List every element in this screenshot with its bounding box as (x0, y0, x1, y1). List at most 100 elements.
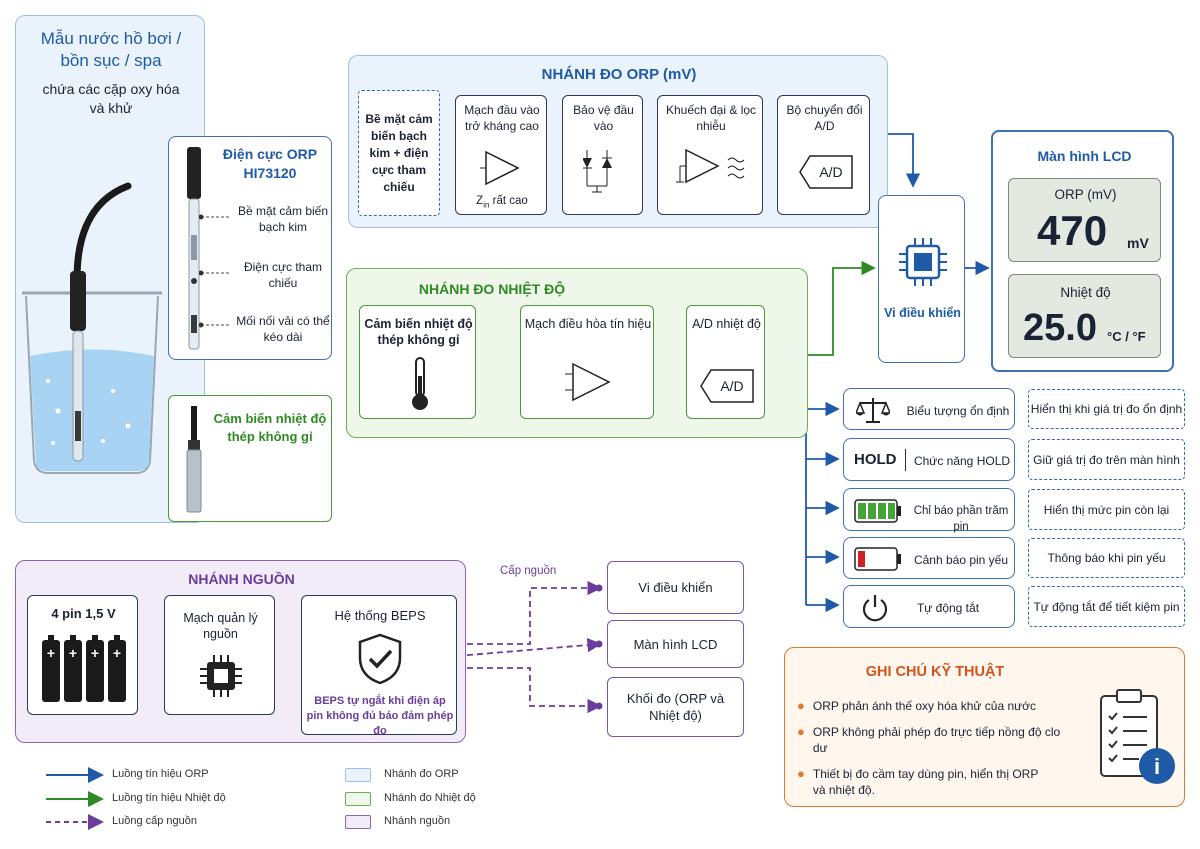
legend-orp-area: Nhánh đo ORP (384, 768, 459, 780)
power-target-lcd: Màn hình LCD (607, 620, 744, 668)
orp-block-protection: Bảo vệ đầu vào (562, 95, 643, 215)
lcd-temp-label: Nhiệt độ (1060, 285, 1111, 300)
amplifier-filter-icon (676, 148, 745, 184)
adc-icon (799, 155, 853, 189)
zin-label: Zin rất cao (476, 195, 528, 210)
shield-check-icon (358, 633, 402, 685)
note-item: ●ORP phản ánh thế oxy hóa khử của nước (797, 698, 1037, 713)
hold-icon: HOLD (854, 451, 897, 468)
temp-block-adc-label: A/D nhiệt độ (692, 317, 761, 331)
legend-temp-area: Nhánh đo Nhiệt độ (384, 792, 476, 804)
svg-text:+: + (69, 645, 77, 661)
electrode-part-junction: Mối nối vải có thể kéo dài (236, 314, 330, 344)
sample-subtitle: chứa các cặp oxy hóa và khử (42, 81, 180, 116)
supply-label: Cấp nguồn (500, 565, 557, 577)
clipboard-info-icon: i (1100, 689, 1175, 784)
feature-stability-desc: Hiển thị khi giá trị đo ổn định (1028, 389, 1185, 429)
power-block-pmic: Mạch quản lý nguồn (164, 595, 275, 715)
legend-power-swatch (345, 815, 371, 829)
scale-icon (856, 398, 890, 423)
feature-auto-off-desc: Tự động tắt để tiết kiệm pin (1028, 586, 1185, 627)
battery-pack-icon: + + + + (42, 635, 126, 702)
battery-low-icon (854, 547, 901, 571)
lcd-temp-panel: Nhiệt độ 25.0 °C / °F (1008, 274, 1161, 358)
notes-title: GHI CHÚ KỸ THUẬT (865, 664, 1005, 680)
temp-block-sensor: Cảm biến nhiệt độ thép không gỉ (359, 305, 476, 419)
temp-sensor-box: Cảm biến nhiệt độ thép không gỉ (168, 395, 332, 522)
beps-note: BEPS tự ngắt khi điện áp pin không đủ bả… (306, 695, 454, 737)
note-item: ●ORP không phải phép đo trực tiếp nồng đ… (797, 724, 1061, 755)
zin-text: rất cao (492, 195, 528, 207)
temp-adc-text: A/D (720, 378, 744, 394)
feature-low-battery-desc: Thông báo khi pin yếu (1028, 538, 1185, 578)
temp-block-conditioning-label: Mạch điều hòa tín hiệu (524, 317, 652, 331)
orp-block-amplifier: Khuếch đại & lọc nhiễu (657, 95, 763, 215)
feature-stability-label: Biểu tượng ổn định (906, 404, 1010, 418)
legend-power-area: Nhánh nguồn (384, 815, 451, 827)
sample-title: Mẫu nước hồ bơi / bồn sục / spa (40, 29, 182, 70)
mcu-label: Vi điều khiển (884, 306, 961, 320)
power-block-batteries: 4 pin 1,5 V + + + + (27, 595, 138, 715)
temp-block-conditioning: Mạch điều hòa tín hiệu (520, 305, 654, 419)
batteries-label: 4 pin 1,5 V (51, 606, 116, 621)
legend-power-line: Luồng cấp nguồn (112, 815, 198, 827)
electrode-box: Điện cực ORP HI73120 Bề mặt cảm biến bạc… (168, 136, 332, 360)
svg-text:i: i (1154, 754, 1160, 779)
power-icon (862, 595, 888, 622)
opamp-icon (565, 362, 611, 402)
thermometer-icon (412, 357, 428, 410)
orp-adc-text: A/D (819, 164, 843, 180)
electrode-part-sensor: Bề mặt cảm biến bạch kim (237, 204, 329, 234)
temp-block-adc: A/D nhiệt độ A/D (686, 305, 765, 419)
electrode-part-reference: Điện cực tham chiếu (243, 260, 323, 290)
diode-protection-icon (583, 150, 612, 193)
feature-battery-percent: Chỉ báo phần trăm pin (843, 488, 1015, 533)
orp-electrode-icon (187, 147, 201, 350)
feature-battery-percent-desc: Hiển thị mức pin còn lại (1028, 489, 1185, 530)
orp-block-adc-label: Bộ chuyển đổi A/D (786, 103, 863, 133)
temp-branch-title: NHÁNH ĐO NHIỆT ĐỘ (418, 281, 566, 297)
lcd-orp-panel: ORP (mV) 470 mV (1008, 178, 1161, 262)
feature-hold-desc: Giữ giá trị đo trên màn hình (1028, 439, 1185, 480)
feature-auto-off-label: Tự động tắt (916, 601, 980, 615)
lcd-temp-value: 25.0 (1023, 307, 1097, 349)
temp-block-sensor-label: Cảm biến nhiệt độ thép không gỉ (364, 317, 473, 347)
legend-orp-swatch (345, 768, 371, 782)
power-target-mcu: Vi điều khiển (607, 561, 744, 614)
orp-block-input-impedance: Mạch đầu vào trở kháng cao Zin rất cao (455, 95, 547, 215)
amplifier-icon (480, 150, 520, 186)
feature-low-battery: Cảnh báo pin yếu (843, 537, 1015, 579)
svg-text:+: + (47, 645, 55, 661)
pmic-chip-icon (200, 655, 242, 697)
orp-block-protection-label: Bảo vệ đầu vào (573, 103, 634, 133)
electrode-callout-lines (199, 214, 231, 328)
feature-auto-off: Tự động tắt (843, 585, 1015, 628)
pmic-label: Mạch quản lý nguồn (183, 611, 258, 641)
power-block-beps: Hệ thống BEPS BEPS tự ngắt khi điện áp p… (301, 595, 457, 737)
legend-line-swatches (46, 767, 104, 830)
feature-hold-label: Chức năng HOLD (913, 454, 1011, 468)
temp-adc-icon (700, 369, 754, 403)
legend-orp-line: Luồng tín hiệu ORP (112, 768, 209, 780)
chip-icon (899, 238, 947, 286)
hold-divider (905, 449, 906, 471)
power-target-measure: Khối đo (ORP và Nhiệt độ) (607, 677, 744, 737)
power-branch-title: NHÁNH NGUỒN (188, 571, 295, 587)
feature-hold: HOLD Chức năng HOLD (843, 438, 1015, 481)
lcd-orp-value: 470 (1037, 207, 1108, 254)
lcd-title: Màn hình LCD (1037, 148, 1132, 164)
orp-block-input-label: Mạch đầu vào trở kháng cao (464, 103, 540, 133)
lcd-orp-label: ORP (mV) (1054, 187, 1117, 202)
beps-title: Hệ thống BEPS (334, 608, 426, 623)
legend-temp-swatch (345, 792, 371, 806)
svg-text:+: + (113, 645, 121, 661)
svg-text:+: + (91, 645, 99, 661)
legend-temp-line: Luồng tín hiệu Nhiệt độ (112, 792, 226, 804)
lcd-box: Màn hình LCD ORP (mV) 470 mV Nhiệt độ 25… (991, 130, 1174, 372)
notes-panel: GHI CHÚ KỸ THUẬT ●ORP phản ánh thế oxy h… (784, 647, 1185, 807)
orp-block-adc: Bộ chuyển đổi A/D A/D (777, 95, 870, 215)
battery-full-icon (854, 499, 901, 523)
note-item: ●Thiết bị đo cầm tay dùng pin, hiển thị … (797, 766, 1039, 797)
notes-list: ●ORP phản ánh thế oxy hóa khử của nước ●… (797, 698, 1077, 798)
feature-low-battery-label: Cảnh báo pin yếu (913, 553, 1009, 567)
